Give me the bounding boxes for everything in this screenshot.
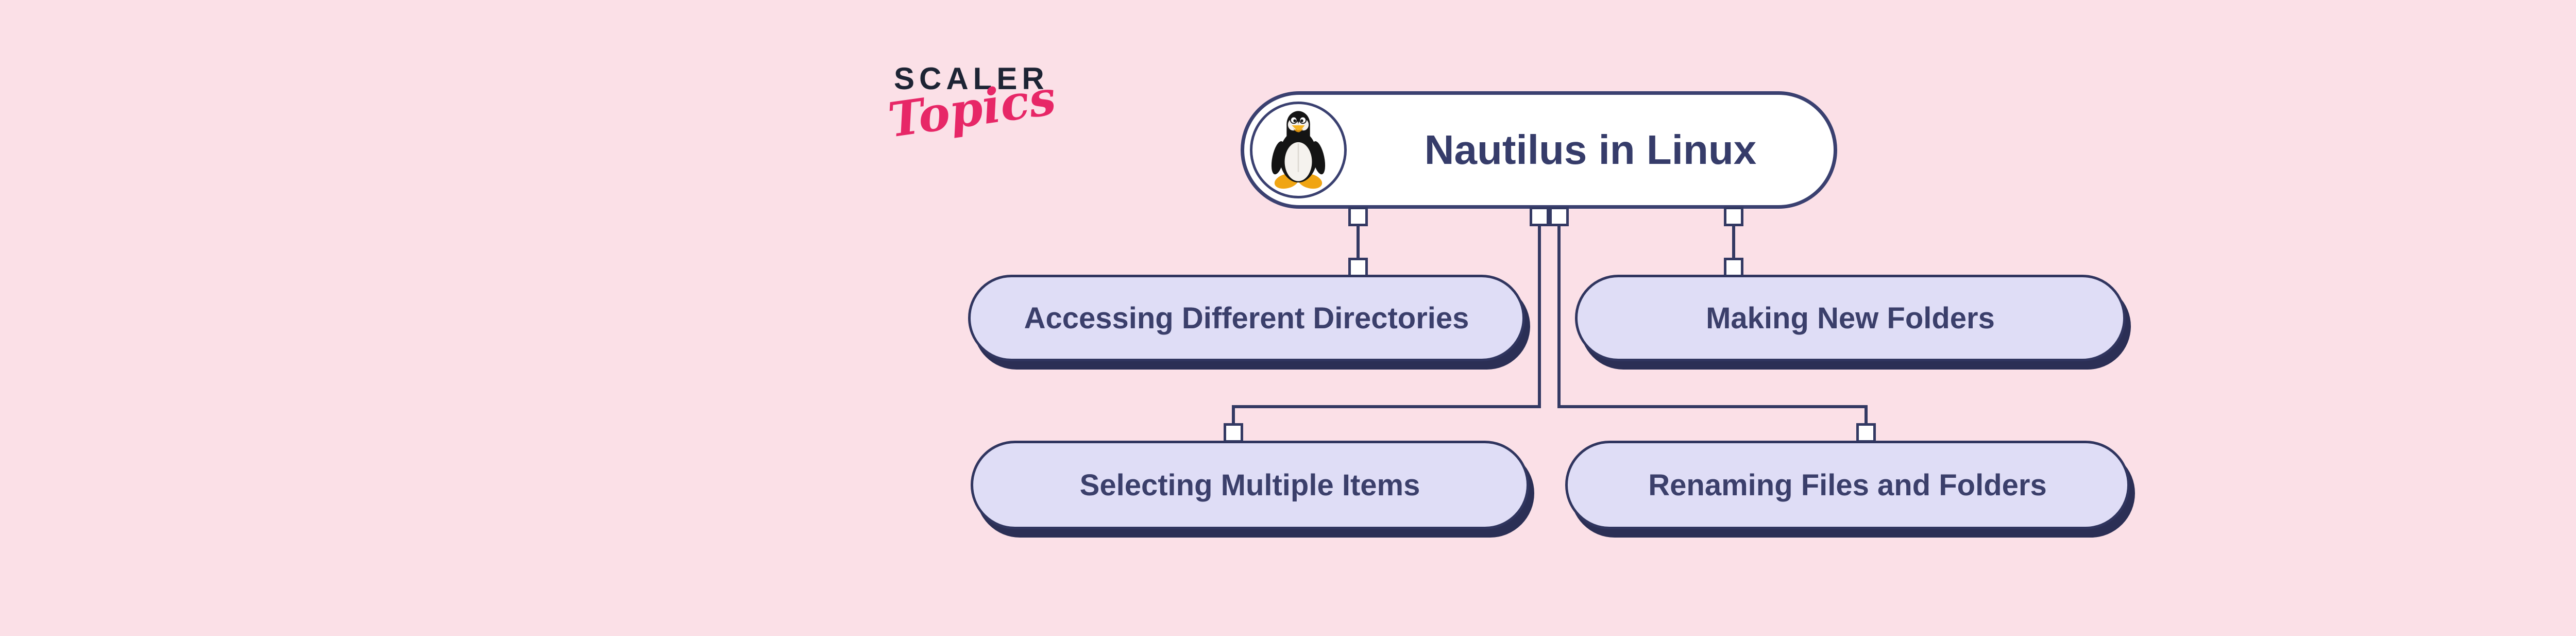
- connector-elbow-left: [1232, 405, 1541, 408]
- connector-line-to-node-1: [1357, 225, 1360, 260]
- connector-line-to-node-2: [1732, 225, 1735, 260]
- node-accessing-different-directories: Accessing Different Directories: [968, 275, 1525, 361]
- node-renaming-files-and-folders: Renaming Files and Folders: [1565, 441, 2130, 529]
- connector-elbow-right: [1559, 405, 1868, 408]
- tux-penguin-icon: [1271, 111, 1326, 189]
- root-node: Nautilus in Linux: [1241, 91, 1837, 209]
- connector-stub-root-2: [1530, 207, 1549, 226]
- connector-drop-left: [1232, 407, 1235, 425]
- node-label: Selecting Multiple Items: [1079, 468, 1420, 502]
- node-label: Renaming Files and Folders: [1648, 468, 2047, 502]
- connector-stub-node-1: [1348, 258, 1368, 277]
- connector-stub-node-3: [1224, 423, 1243, 443]
- node-selecting-multiple-items: Selecting Multiple Items: [971, 441, 1529, 529]
- node-making-new-folders: Making New Folders: [1575, 275, 2126, 361]
- connector-line-middle-left: [1538, 225, 1541, 408]
- node-label: Making New Folders: [1706, 301, 1995, 335]
- connector-stub-node-4: [1856, 423, 1876, 443]
- connector-stub-root-3: [1549, 207, 1569, 226]
- connector-drop-right: [1865, 407, 1868, 425]
- node-label: Accessing Different Directories: [1024, 301, 1469, 335]
- connector-stub-root-4: [1724, 207, 1743, 226]
- root-node-label: Nautilus in Linux: [1424, 127, 1757, 173]
- connector-stub-root-1: [1348, 207, 1368, 226]
- tux-penguin-badge: [1250, 102, 1347, 198]
- logo-text-scaler: SCALER: [894, 61, 1049, 96]
- scaler-topics-logo: SCALER Topics: [885, 61, 1059, 148]
- connector-line-middle-right: [1557, 225, 1561, 408]
